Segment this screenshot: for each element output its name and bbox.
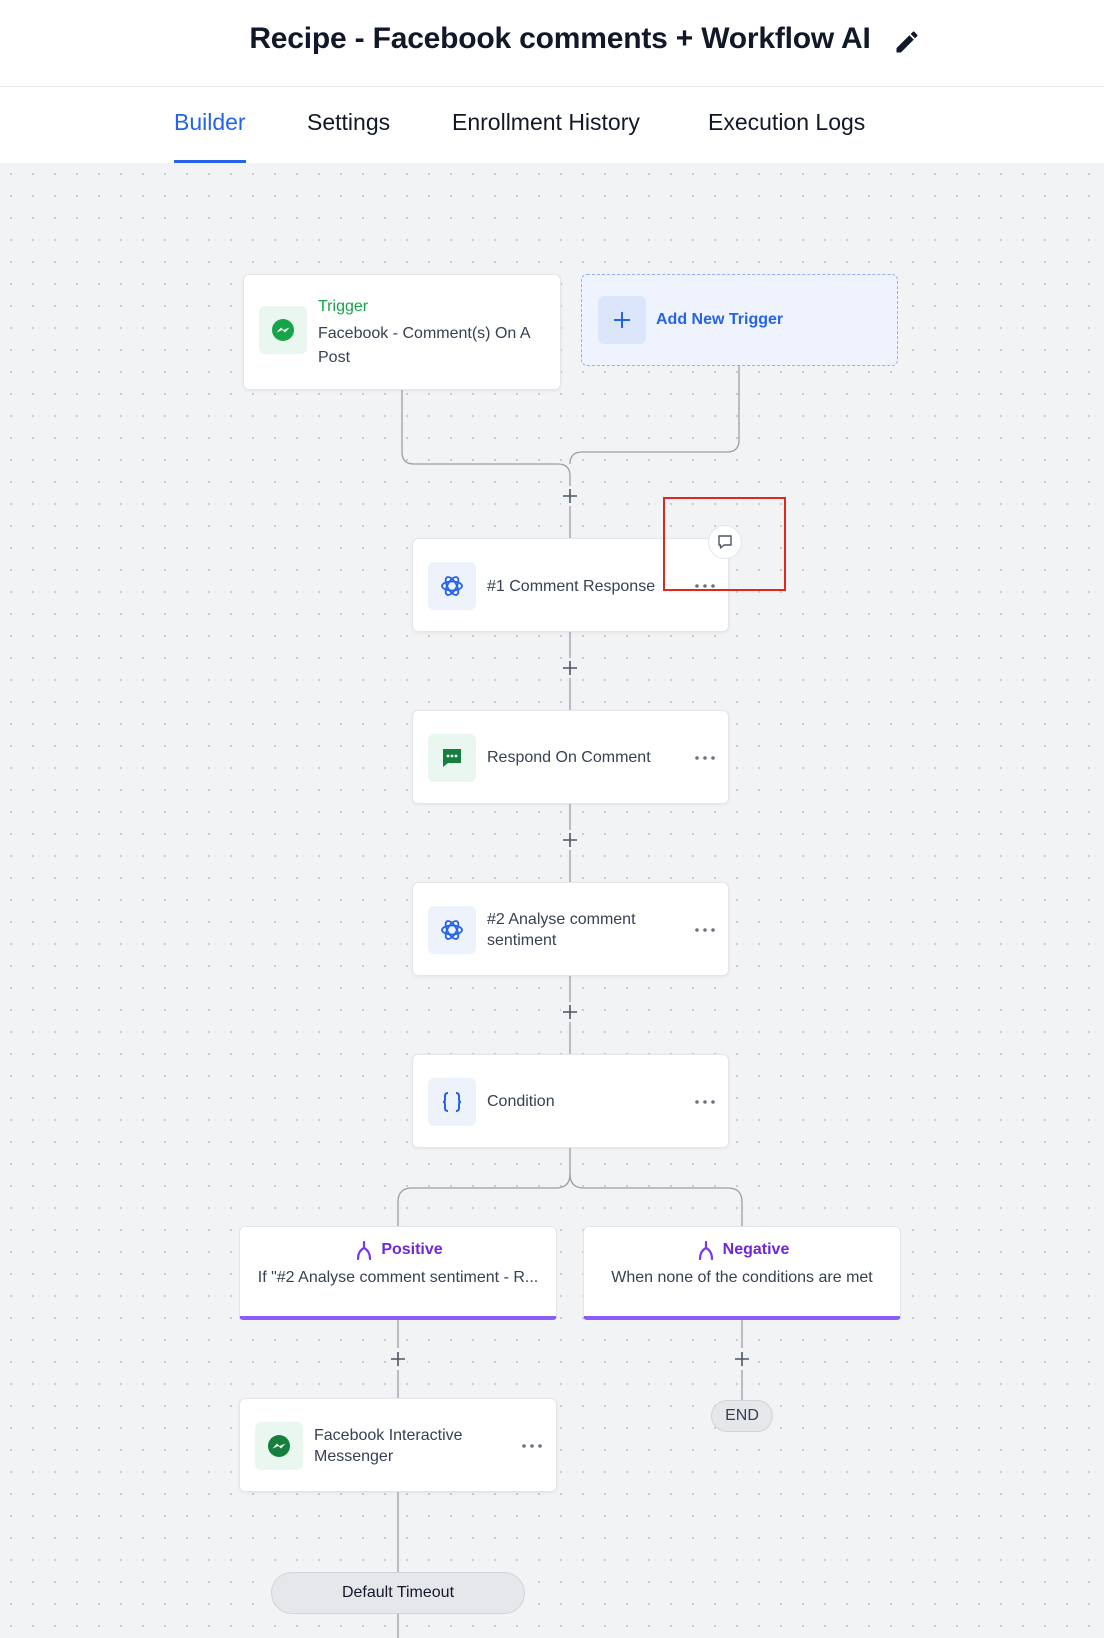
branch-negative[interactable]: Negative When none of the conditions are… [583,1226,901,1320]
branch-subtitle: If "#2 Analyse comment sentiment - R... [257,1269,539,1286]
messenger-icon [272,319,294,341]
action-label: Facebook Interactive Messenger [314,1427,463,1465]
action-card-analyse-sentiment[interactable]: #2 Analyse comment sentiment [412,882,729,976]
trigger-card[interactable]: Trigger Facebook - Comment(s) On A Post [243,274,561,390]
trigger-heading: Trigger [318,298,369,315]
action-label: #2 Analyse comment sentiment [487,911,636,949]
edit-title-button[interactable] [893,28,921,56]
more-options-icon[interactable] [521,1443,543,1449]
add-note-button[interactable] [708,525,742,559]
branch-positive[interactable]: Positive If "#2 Analyse comment sentimen… [239,1226,557,1320]
branch-split-icon [357,1240,372,1261]
end-marker: END [711,1400,773,1432]
add-trigger-label: Add New Trigger [656,311,784,328]
add-step-plus-icon[interactable] [561,831,579,849]
trigger-icon-box [259,306,307,354]
tab-execution-logs[interactable]: Execution Logs [708,109,866,135]
tab-builder[interactable]: Builder [174,109,246,163]
branch-title: Positive [381,1241,443,1258]
chat-bubble-icon [443,749,461,767]
more-options-icon[interactable] [694,1099,716,1105]
branch-split-icon [698,1240,713,1261]
action-card-condition[interactable]: Condition [412,1054,729,1148]
add-trigger-icon-box [598,296,646,344]
highlight-box [663,497,786,591]
action-icon-box [428,562,476,610]
action-label: #1 Comment Response [487,578,656,595]
add-step-plus-icon[interactable] [733,1350,751,1368]
action-icon-box [428,906,476,954]
comment-bubble-icon [718,535,732,549]
tab-enrollment-history[interactable]: Enrollment History [452,109,640,135]
add-step-plus-icon[interactable] [561,487,579,505]
page-title: Recipe - Facebook comments + Workflow AI [249,22,871,55]
branch-header: Negative [584,1239,900,1261]
openai-icon [441,576,463,596]
action-card-facebook-messenger[interactable]: Facebook Interactive Messenger [239,1398,557,1492]
add-step-plus-icon[interactable] [389,1350,407,1368]
pencil-icon [896,31,918,53]
braces-icon [442,1092,462,1112]
add-step-plus-icon[interactable] [561,1003,579,1021]
add-new-trigger-button[interactable]: Add New Trigger [581,274,898,366]
header-bar: Recipe - Facebook comments + Workflow AI [0,0,1104,87]
messenger-icon [268,1435,290,1457]
action-card-respond-on-comment[interactable]: Respond On Comment [412,710,729,804]
action-icon-box [428,1078,476,1126]
action-label: Condition [487,1093,555,1110]
more-options-icon[interactable] [694,927,716,933]
add-step-plus-icon[interactable] [561,659,579,677]
more-options-icon[interactable] [694,755,716,761]
openai-icon [441,920,463,940]
action-card-comment-response[interactable]: #1 Comment Response [412,538,729,632]
branch-subtitle: When none of the conditions are met [611,1269,873,1286]
action-icon-box [255,1422,303,1470]
branch-title: Negative [722,1241,790,1258]
more-options-icon[interactable] [694,583,716,589]
plus-icon [614,312,630,328]
default-timeout-button[interactable]: Default Timeout [271,1572,525,1614]
tab-settings[interactable]: Settings [307,109,391,135]
branch-header: Positive [240,1239,556,1261]
trigger-name: Facebook - Comment(s) On A Post [318,325,530,366]
tab-bar: Builder Settings Enrollment History Exec… [0,87,1104,163]
action-icon-box [428,734,476,782]
action-label: Respond On Comment [487,749,651,766]
